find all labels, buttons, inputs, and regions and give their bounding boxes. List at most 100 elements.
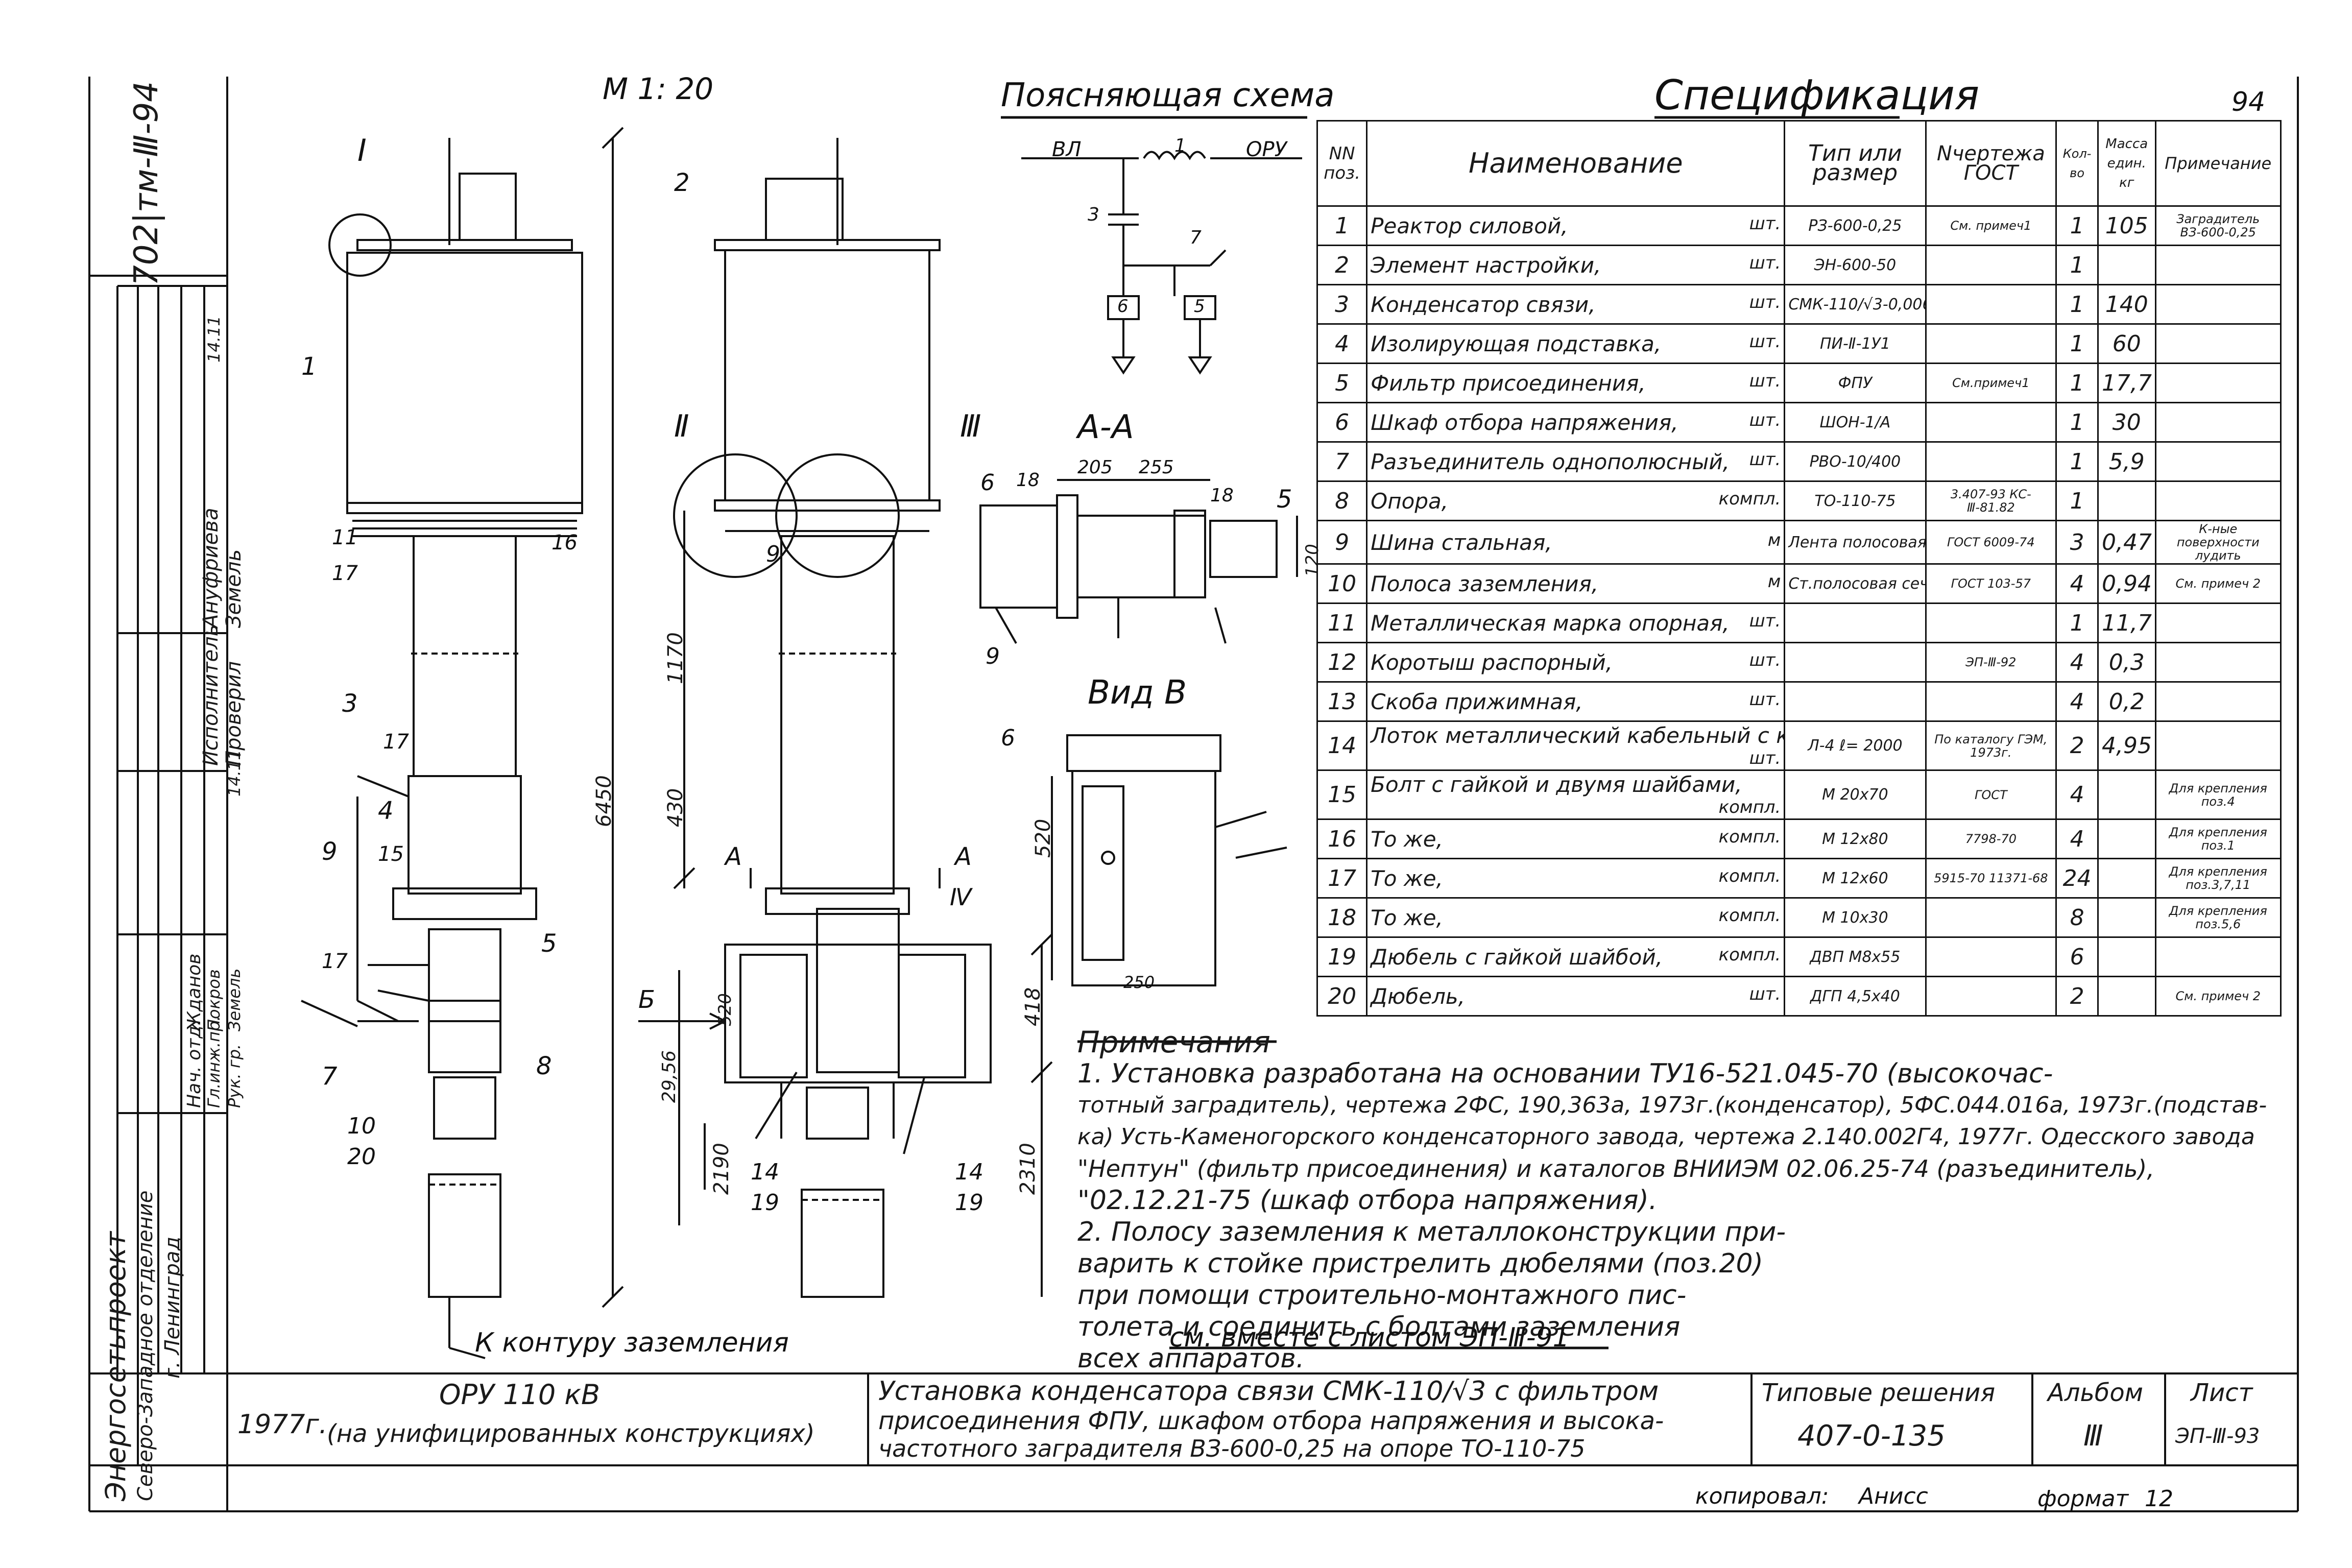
note-line: варить к стойке пристрелить дюбелями (по… [1077, 1248, 1763, 1279]
callout-2: 2 [674, 168, 690, 197]
spec-cell-type: ДГП 4,5х40 [1784, 976, 1927, 1017]
spec-cell-note [2154, 642, 2282, 683]
spec-cell-qty: 8 [2055, 897, 2099, 938]
spec-item-unit: шт. [1749, 331, 1781, 352]
spec-header-pos: NN поз. [1316, 120, 1368, 207]
spec-cell-name: Фильтр присоединения,шт. [1366, 363, 1786, 403]
doc-code-vertical: 702|тм-Ⅲ-94 [128, 81, 165, 286]
spec-cell-type: М 12х80 [1784, 818, 1927, 859]
spec-cell-type: ЭН-600-50 [1784, 245, 1927, 285]
spec-item-name: То же, [1371, 865, 1443, 891]
callout-17b: 17 [383, 730, 409, 754]
spec-cell-note [2154, 441, 2282, 482]
spec-header-note: Примечание [2154, 120, 2282, 207]
note-line: толета и соединить с болтами заземления [1077, 1312, 1681, 1342]
spec-cell-name: То же,компл. [1366, 897, 1786, 938]
title-object-line2: (на унифицированных конструкциях) [327, 1419, 815, 1448]
spec-cell-mass [2097, 936, 2156, 977]
title-desc-line3: частотного заградителя ВЗ-600-0,25 на оп… [878, 1435, 1586, 1462]
spec-cell-doc [1925, 441, 2057, 482]
spec-item-name: Шкаф отбора напряжения, [1371, 409, 1678, 435]
spec-cell-pos: 2 [1316, 245, 1368, 285]
spec-cell-qty: 4 [2055, 563, 2099, 604]
spec-cell-doc [1925, 681, 2057, 722]
spec-cell-note [2154, 936, 2282, 977]
spec-cell-name: Опора,компл. [1366, 480, 1786, 521]
section-aa-label: А-А [1077, 408, 1134, 446]
callout-10: 10 [347, 1113, 376, 1139]
spec-cell-mass: 105 [2097, 205, 2156, 246]
spec-cell-mass: 17,7 [2097, 363, 2156, 403]
callout-1: 1 [301, 352, 317, 381]
scheme-vl: ВЛ [1052, 138, 1082, 161]
dim-205: 205 [1077, 457, 1113, 478]
spec-cell-doc: 5915-70 11371-68 [1925, 858, 2057, 899]
callout-14b: 14 [955, 1159, 983, 1185]
spec-cell-type: ТО-110-75 [1784, 480, 1927, 521]
spec-cell-mass: 140 [2097, 284, 2156, 325]
dim-255: 255 [1139, 457, 1174, 478]
spec-cell-type: М 10х30 [1784, 897, 1927, 938]
dim-2190: 2190 [710, 1143, 733, 1195]
callout-6-view: 6 [1001, 725, 1015, 751]
spec-cell-type: СМК-110/√3-0,0064У1 [1784, 284, 1927, 325]
spec-cell-type: ФПУ [1784, 363, 1927, 403]
spec-cell-name: Болт с гайкой и двумя шайбами,компл. [1366, 769, 1786, 820]
copied-name: Анисс [1859, 1483, 1928, 1509]
callout-15: 15 [378, 842, 404, 866]
stamp-anufrieva: Ануфриева [199, 508, 223, 628]
spec-cell-mass: 0,47 [2097, 520, 2156, 565]
spec-item-name: Полоса заземления, [1371, 571, 1599, 596]
spec-header-drawing: Nчертежа ГОСТ [1925, 120, 2057, 207]
spec-cell-note [2154, 602, 2282, 643]
spec-cell-pos: 6 [1316, 402, 1368, 443]
typical-solutions-value: 407-0-135 [1797, 1419, 1946, 1453]
callout-16: 16 [551, 531, 578, 554]
spec-cell-qty: 4 [2055, 769, 2099, 820]
spec-item-name: Изолирующая подставка, [1371, 331, 1662, 356]
spec-item-name: Конденсатор связи, [1371, 292, 1596, 317]
spec-cell-mass: 0,3 [2097, 642, 2156, 683]
spec-cell-doc [1925, 323, 2057, 364]
spec-item-unit: шт. [1749, 610, 1781, 631]
spec-cell-type: РЗ-600-0,25 [1784, 205, 1927, 246]
spec-cell-qty: 3 [2055, 520, 2099, 565]
spec-cell-pos: 17 [1316, 858, 1368, 899]
spec-cell-mass: 0,94 [2097, 563, 2156, 604]
spec-cell-qty: 1 [2055, 205, 2099, 246]
spec-item-unit: компл. [1718, 488, 1781, 509]
spec-cell-mass: 11,7 [2097, 602, 2156, 643]
spec-cell-name: Элемент настройки,шт. [1366, 245, 1786, 285]
spec-item-unit: шт. [1749, 370, 1781, 391]
spec-cell-mass: 60 [2097, 323, 2156, 364]
spec-cell-doc [1925, 245, 2057, 285]
stamp-date2: 14.11 [225, 750, 244, 797]
spec-cell-qty: 1 [2055, 602, 2099, 643]
spec-cell-doc: См.примеч1 [1925, 363, 2057, 403]
see-also-note: см. вместе с листом ЭП-Ⅲ-91 [1169, 1322, 1570, 1353]
spec-cell-type [1784, 681, 1927, 722]
spec-cell-name: Разъединитель однополюсный,шт. [1366, 441, 1786, 482]
spec-cell-note [2154, 284, 2282, 325]
album-value: Ⅲ [2083, 1419, 2103, 1453]
callout-18b: 18 [1210, 485, 1234, 506]
spec-cell-name: Скоба прижимная,шт. [1366, 681, 1786, 722]
section-mark-a-left: А [725, 842, 742, 871]
spec-cell-name: Реактор силовой,шт. [1366, 205, 1786, 246]
spec-cell-name: Шина стальная,м [1366, 520, 1786, 565]
spec-cell-note [2154, 720, 2282, 771]
notes-title: Примечания [1077, 1025, 1270, 1059]
spec-cell-mass [2097, 769, 2156, 820]
spec-cell-qty: 4 [2055, 642, 2099, 683]
dim-520-view: 520 [1031, 818, 1055, 858]
note-line: 1. Установка разработана на основании ТУ… [1077, 1058, 2053, 1089]
callout-6: 6 [980, 470, 995, 496]
spec-item-name: Лоток металлический кабельный с крышкой, [1371, 723, 1783, 748]
spec-cell-doc: ГОСТ [1925, 769, 2057, 820]
spec-cell-type: РВО-10/400 [1784, 441, 1927, 482]
